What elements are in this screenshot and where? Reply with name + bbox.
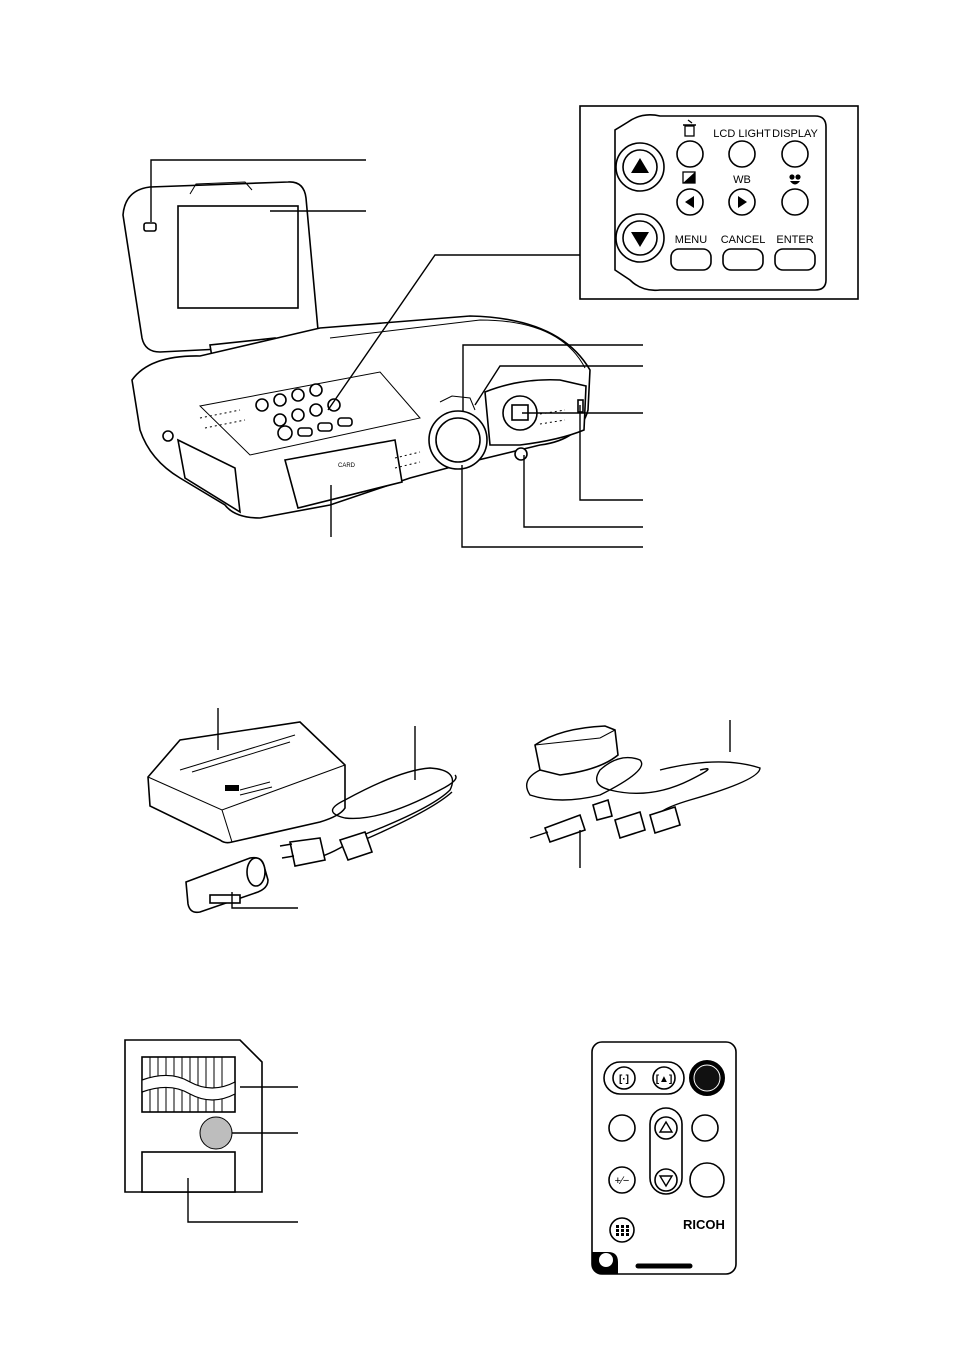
camera-top-buttons: [255, 383, 353, 441]
menu-label: MENU: [675, 234, 707, 246]
enter-button: [774, 248, 816, 271]
left-arrow-icon: [685, 196, 694, 208]
card-door: [284, 439, 403, 509]
exposure-button: [608, 1166, 636, 1194]
lcd-light-sensor: [143, 222, 157, 232]
smartmedia-card-illustration: [124, 1039, 298, 1223]
up-arrow-icon: [631, 158, 649, 173]
down-button: [615, 213, 665, 263]
ricoh-logo: RICOH: [683, 1217, 725, 1232]
write-protect-area: [199, 1116, 233, 1150]
card-door-text: CARD: [338, 463, 356, 469]
ac-adapter-illustration: [526, 720, 761, 868]
cancel-button: [722, 248, 764, 271]
wide-button: [612, 1066, 636, 1090]
display-label: DISPLAY: [772, 128, 818, 140]
plus-minus-icon: +∕−: [615, 1175, 630, 1187]
remote-down-icon: [658, 1175, 674, 1188]
ac-adapter: [534, 725, 619, 776]
down-arrow-icon: [631, 232, 649, 247]
remote-up-button: [654, 1116, 678, 1140]
control-panel-inset: LCD LIGHT DISPLAY WB MENU CANCEL ENTER: [579, 105, 859, 300]
camera-illustration: CARD: [122, 181, 591, 519]
right-arrow-icon: [738, 196, 747, 208]
remote-control-illustration: [·] [▲] +∕− RICOH: [591, 1041, 737, 1275]
tele-icon: [▲]: [656, 1074, 673, 1085]
grid-icon: [616, 1225, 629, 1236]
menu-button: [670, 248, 712, 271]
battery-charger-illustration: [147, 708, 457, 914]
remote-up-icon: [658, 1120, 674, 1133]
display-button: [781, 140, 809, 168]
remote-button-right: [691, 1114, 719, 1142]
enter-label: ENTER: [776, 234, 813, 246]
ac-cord-1: [279, 767, 457, 867]
remote-large-button: [689, 1162, 725, 1198]
lcd-light-label: LCD LIGHT: [713, 128, 771, 140]
up-button: [615, 142, 665, 192]
wide-icon: [·]: [619, 1074, 629, 1085]
wb-label: WB: [733, 174, 751, 186]
trash-icon: [683, 119, 696, 137]
battery-charger: [147, 721, 346, 844]
tele-button: [652, 1066, 676, 1090]
lcd-screen: [177, 205, 299, 309]
exposure-icon: [682, 171, 696, 184]
cancel-label: CANCEL: [721, 234, 766, 246]
remote-down-button: [654, 1168, 678, 1192]
macro-icon: [789, 174, 801, 185]
macro-button: [781, 188, 809, 216]
camera-leader-lines: [150, 159, 643, 548]
remote-button-left: [608, 1114, 636, 1142]
delete-button: [676, 140, 704, 168]
lcd-light-button: [728, 140, 756, 168]
